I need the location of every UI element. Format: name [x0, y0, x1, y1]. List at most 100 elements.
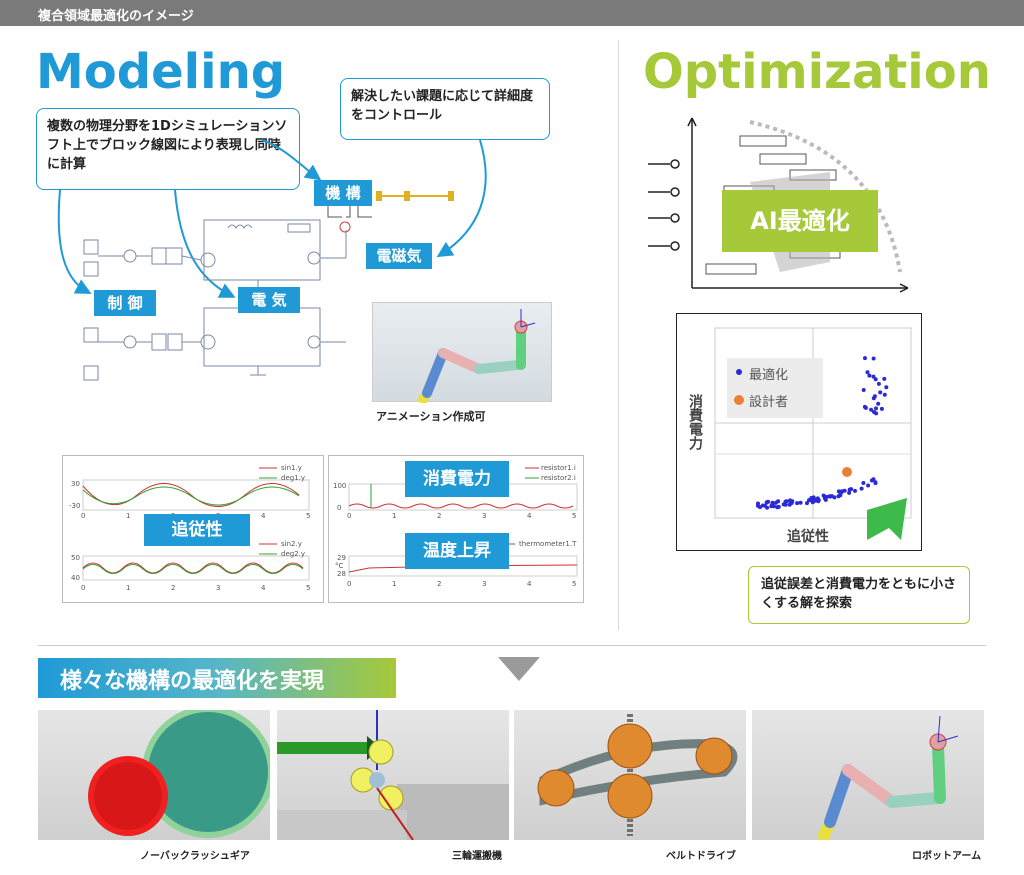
optimized-point — [871, 356, 876, 361]
optimized-point — [770, 500, 775, 505]
optimized-point — [874, 406, 878, 411]
legend-optimized: 最適化 — [749, 368, 789, 383]
optimized-point — [762, 503, 767, 508]
robot-arm-animation — [416, 309, 536, 406]
tick-x-1: 1 — [126, 512, 131, 520]
legend-sin2: sin2.y — [281, 540, 302, 548]
arrow-to-electromagnetic — [436, 139, 487, 258]
tick-x-0: 0 — [81, 512, 86, 520]
tracking-plots — [82, 467, 310, 581]
caption-robot-arm: ロボットアーム — [912, 851, 982, 862]
tick-rx2-3: 3 — [482, 580, 487, 588]
optimized-point — [842, 488, 847, 493]
optimized-point — [873, 480, 878, 485]
tick-x2-2: 2 — [171, 584, 176, 592]
optimized-point — [884, 385, 889, 390]
connector-arrows — [57, 139, 487, 298]
label-electromagnetic: 電磁気 — [366, 243, 432, 269]
tick-y-power-2: 0 — [337, 504, 342, 512]
thumb-belt-drive — [514, 710, 746, 840]
tick-x2-0: 0 — [81, 584, 86, 592]
tick-y-bottom-2: 40 — [71, 574, 80, 582]
optimized-point — [873, 377, 878, 382]
optimized-point — [814, 497, 819, 502]
down-triangle — [498, 657, 540, 681]
optimized-point — [874, 411, 879, 416]
bottom-banner: 様々な機構の最適化を実現 — [38, 658, 396, 698]
tick-y-power-1: 100 — [333, 482, 347, 490]
tick-y-top-1: 30 — [71, 480, 80, 488]
optimized-point — [876, 381, 881, 386]
arrow-to-electric — [174, 189, 236, 298]
arrow-to-mechanism — [261, 139, 322, 181]
tick-rx2-2: 2 — [437, 580, 442, 588]
optimized-point — [766, 499, 771, 504]
block-diagram — [83, 219, 347, 381]
optimized-point — [771, 504, 776, 509]
optimized-point — [774, 500, 778, 505]
optimized-point — [805, 501, 809, 506]
optimized-point — [869, 478, 874, 483]
caption-gear: ノーバックラッシュギア — [140, 851, 250, 862]
modeling-title: Modeling — [36, 44, 286, 100]
tick-x2-5: 5 — [306, 584, 311, 592]
tick-x2-1: 1 — [126, 584, 131, 592]
tick-rx2-1: 1 — [392, 580, 397, 588]
tick-x2-3: 3 — [216, 584, 221, 592]
caption-belt-drive: ベルトドライブ — [666, 851, 736, 862]
section-divider — [618, 40, 619, 630]
optimized-point — [866, 483, 871, 488]
tick-rx2-0: 0 — [347, 580, 352, 588]
optimized-point — [869, 407, 874, 412]
optimized-point — [861, 481, 866, 485]
tick-rx2-5: 5 — [572, 580, 577, 588]
thumb-tricycle — [277, 710, 509, 840]
label-mechanism: 機 構 — [314, 180, 372, 206]
optimized-point — [758, 505, 762, 510]
optimized-point — [876, 401, 881, 406]
legend-designer: 設計者 — [749, 395, 789, 410]
optimized-point — [863, 356, 867, 361]
optimized-point — [821, 493, 826, 498]
thumb-robot-arm — [752, 710, 984, 840]
legend-sin1: sin1.y — [281, 464, 302, 472]
tick-y-top-2: -30 — [69, 502, 81, 510]
legend-resistor1: resistor1.i — [541, 464, 576, 472]
tick-x-5: 5 — [306, 512, 311, 520]
callout-multi-physics: 複数の物理分野を1Dシミュレーションソフト上でブロック線図により表現し同時に計算 — [36, 108, 300, 190]
optimized-point — [847, 490, 852, 495]
legend-deg2: deg2.y — [281, 550, 306, 558]
optimized-point — [836, 489, 841, 494]
tick-rx-3: 3 — [482, 512, 487, 520]
mechanism-diagram — [327, 191, 454, 233]
optimized-point — [872, 394, 877, 399]
optimized-point — [789, 501, 794, 505]
optimized-point — [865, 370, 870, 375]
header-bar: 複合領域最適化のイメージ — [0, 0, 1024, 26]
caption-tricycle: 三輪運搬機 — [452, 851, 502, 862]
thumb-gear — [38, 710, 270, 840]
tick-rx-2: 2 — [437, 512, 442, 520]
label-control: 制 御 — [94, 290, 156, 316]
header-title: 複合領域最適化のイメージ — [38, 9, 194, 24]
tick-x2-4: 4 — [261, 584, 266, 592]
tick-x-4: 4 — [261, 512, 266, 520]
optimized-point — [783, 499, 788, 504]
animation-panel — [372, 302, 552, 406]
optimized-point — [783, 502, 788, 507]
optimized-point — [847, 487, 852, 492]
optimized-point — [832, 495, 837, 500]
tick-rx-5: 5 — [572, 512, 577, 520]
tick-rx-4: 4 — [527, 512, 532, 520]
scatter-ylabel: 消費電力 — [687, 394, 703, 450]
optimized-point — [795, 501, 800, 506]
label-power: 消費電力 — [405, 461, 509, 497]
optimized-point — [798, 500, 803, 505]
optimized-point — [775, 505, 780, 510]
callout-detail-control: 解決したい課題に応じて詳細度をコントロール — [340, 78, 550, 140]
optimized-point — [863, 405, 868, 410]
ai-optimization-label: AI最適化 — [722, 190, 878, 252]
optimization-title: Optimization — [643, 44, 991, 100]
arrow-to-control — [57, 189, 92, 294]
tick-y-temp-unit: °C — [335, 562, 344, 570]
